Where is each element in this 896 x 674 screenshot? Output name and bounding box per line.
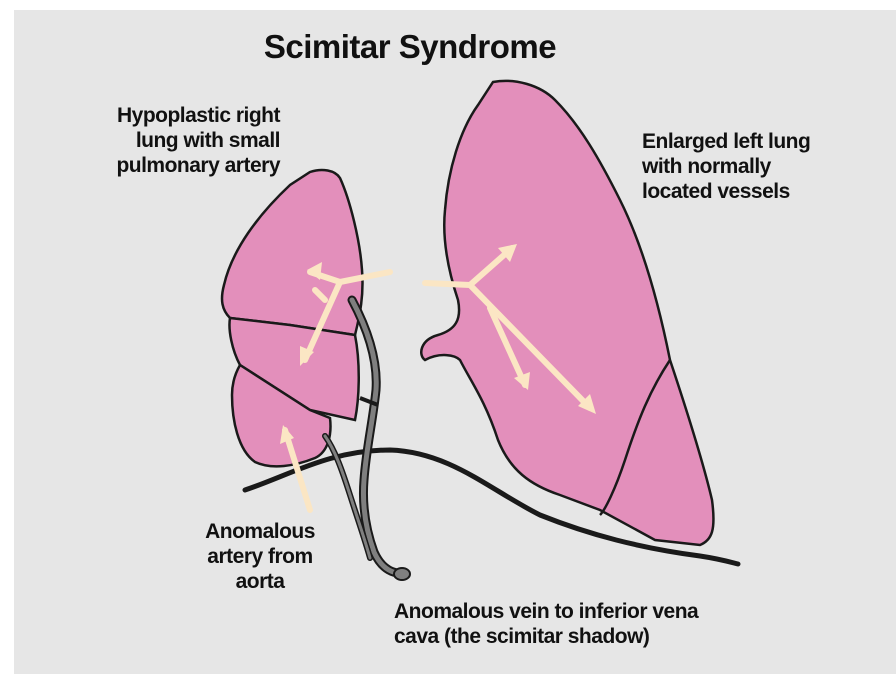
anomalous-artery-label: Anomalous artery from aorta [160, 520, 360, 594]
right-lung-label: Hypoplastic right lung with small pulmon… [20, 104, 280, 178]
right-lung [222, 170, 363, 466]
vein-ending [394, 568, 410, 580]
diagram-title: Scimitar Syndrome [0, 28, 820, 67]
anomalous-vein-label: Anomalous vein to inferior vena cava (th… [394, 600, 834, 650]
left-lung-label: Enlarged left lung with normally located… [642, 130, 882, 204]
right-lung-upper-lobe [222, 170, 363, 335]
